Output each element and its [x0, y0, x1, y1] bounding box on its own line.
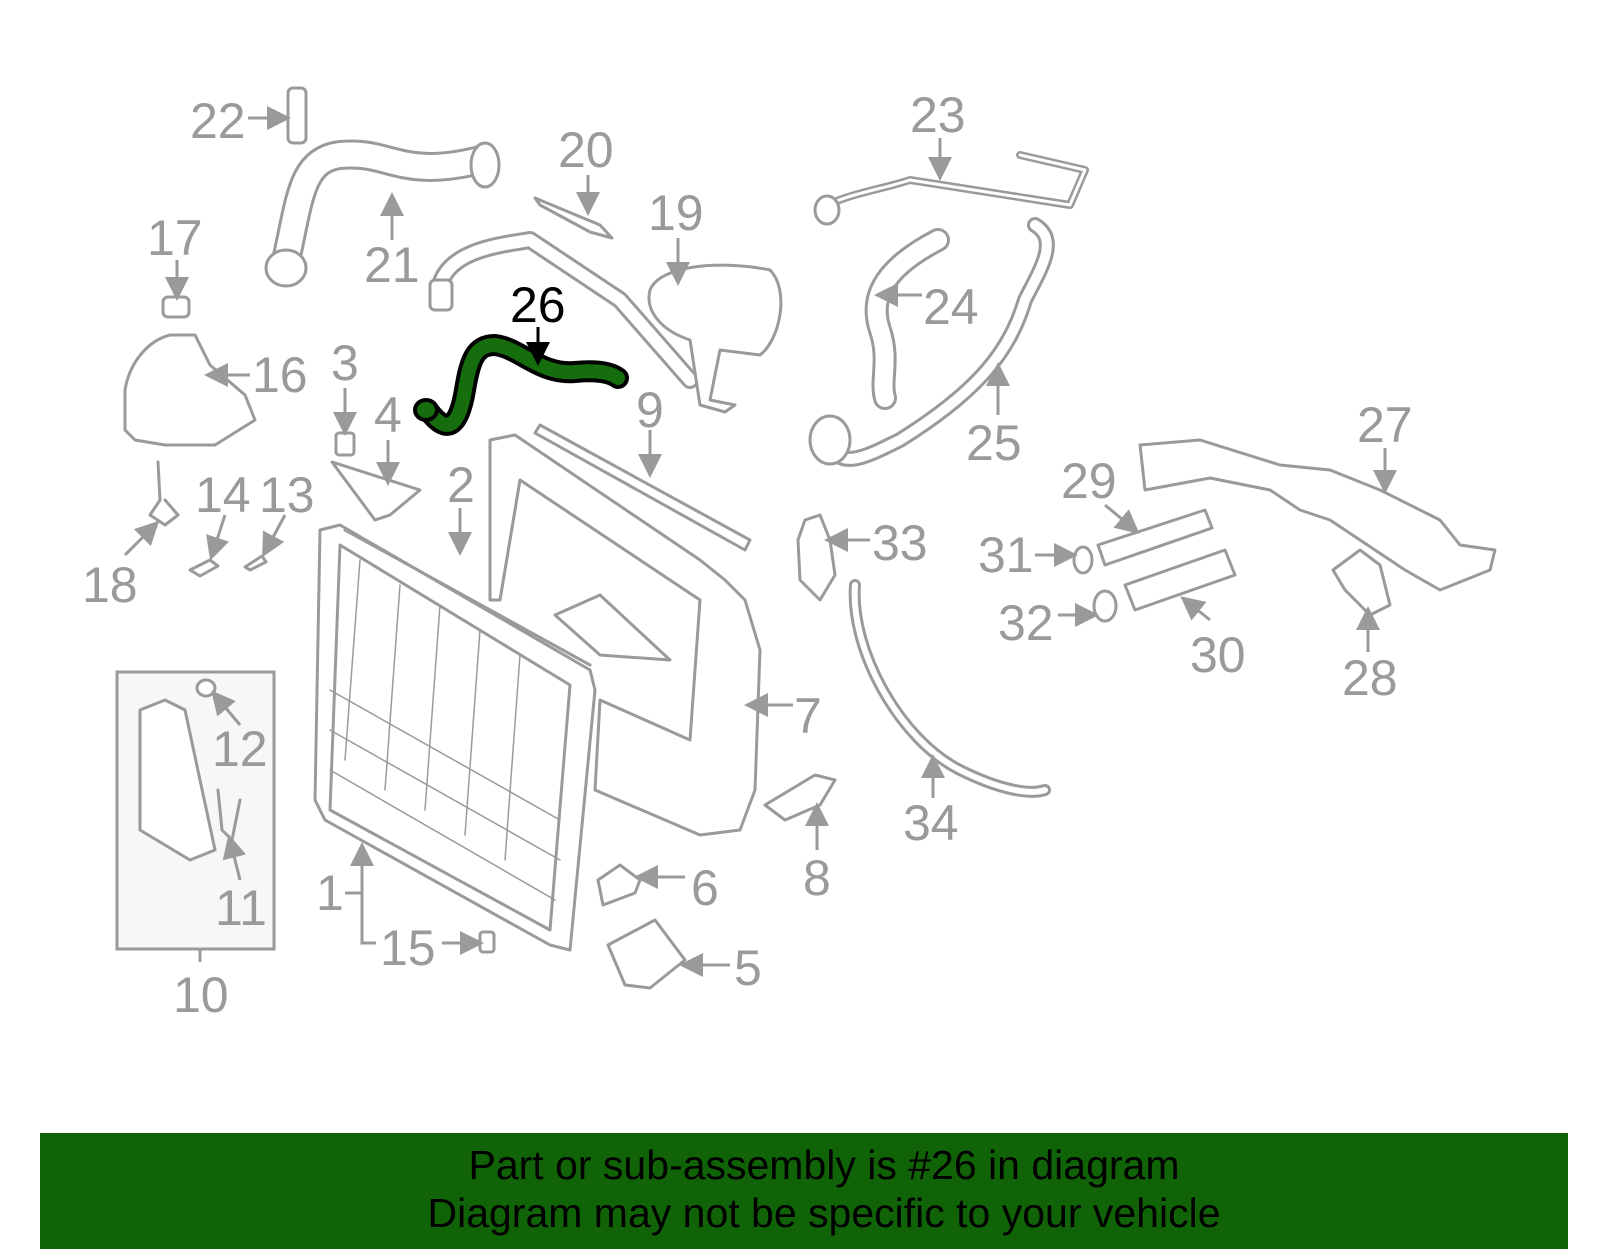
part-19-pipe[interactable]: [428, 231, 783, 414]
part-31-oring[interactable]: [1072, 545, 1094, 575]
part-7-shroud[interactable]: [488, 433, 762, 837]
callout-8[interactable]: 8: [803, 850, 831, 906]
part-2-upper-mount[interactable]: [553, 593, 672, 662]
callout-28[interactable]: 28: [1342, 650, 1398, 706]
parts-diagram: 22 21 20 19 17 16 3 4 26 9 2 14 13 18 23…: [82, 86, 1497, 1023]
callout-31[interactable]: 31: [978, 527, 1034, 583]
callout-29[interactable]: 29: [1061, 453, 1117, 509]
callout-4[interactable]: 4: [374, 387, 402, 443]
callout-22[interactable]: 22: [190, 93, 246, 149]
part-17-cap[interactable]: [161, 295, 191, 319]
callout-3[interactable]: 3: [331, 335, 359, 391]
callout-9[interactable]: 9: [636, 382, 664, 438]
part-6-bracket[interactable]: [596, 863, 642, 907]
callout-18[interactable]: 18: [82, 557, 138, 613]
banner-line-1: Part or sub-assembly is #26 in diagram: [468, 1142, 1180, 1188]
part-29-tube[interactable]: [1096, 508, 1214, 567]
callout-24[interactable]: 24: [923, 279, 979, 335]
callout-11[interactable]: 11: [215, 880, 267, 936]
callout-14[interactable]: 14: [195, 467, 251, 523]
part-10-kit-box[interactable]: [115, 670, 276, 951]
callout-33[interactable]: 33: [872, 515, 928, 571]
part-9-seal[interactable]: [533, 423, 752, 552]
callout-25[interactable]: 25: [966, 415, 1022, 471]
part-8-bracket[interactable]: [763, 773, 837, 822]
callout-23[interactable]: 23: [910, 87, 966, 143]
part-1-radiator[interactable]: [313, 523, 597, 952]
callout-6[interactable]: 6: [691, 860, 719, 916]
part-3-clip[interactable]: [334, 431, 356, 457]
callout-15[interactable]: 15: [380, 920, 436, 976]
callout-16[interactable]: 16: [252, 347, 308, 403]
part-4-bracket[interactable]: [330, 460, 422, 522]
banner-line-2: Diagram may not be specific to your vehi…: [427, 1190, 1221, 1236]
part-24-hose[interactable]: [864, 228, 950, 410]
callout-2[interactable]: 2: [447, 457, 475, 513]
part-28-gasket[interactable]: [1331, 548, 1392, 617]
part-30-tube[interactable]: [1123, 548, 1237, 612]
callout-21[interactable]: 21: [364, 237, 420, 293]
part-33-valve[interactable]: [796, 513, 837, 602]
callout-34[interactable]: 34: [903, 795, 959, 851]
callout-20[interactable]: 20: [558, 122, 614, 178]
part-14-plug[interactable]: [188, 558, 220, 578]
part-22-sensor[interactable]: [286, 86, 308, 145]
callout-arrows: [123, 106, 1397, 977]
part-27-coolant-pipe[interactable]: [1138, 438, 1497, 592]
callout-5[interactable]: 5: [734, 940, 762, 996]
part-5-bracket[interactable]: [606, 918, 687, 990]
callout-27[interactable]: 27: [1357, 397, 1413, 453]
callout-17[interactable]: 17: [147, 210, 203, 266]
callout-19[interactable]: 19: [648, 185, 704, 241]
part-12-oring[interactable]: [195, 678, 217, 698]
part-16-reservoir[interactable]: [123, 333, 257, 447]
part-15-plug[interactable]: [478, 930, 496, 954]
part-20-bracket[interactable]: [533, 196, 614, 240]
callout-10[interactable]: 10: [173, 967, 229, 1023]
callout-12[interactable]: 12: [212, 721, 268, 777]
callout-7[interactable]: 7: [794, 688, 822, 744]
callout-26[interactable]: 26: [510, 277, 566, 333]
callout-13[interactable]: 13: [259, 467, 315, 523]
part-23-line[interactable]: [813, 151, 1089, 226]
callout-30[interactable]: 30: [1190, 627, 1246, 683]
callout-32[interactable]: 32: [998, 595, 1054, 651]
callout-labels: 22 21 20 19 17 16 3 4 26 9 2 14 13 18 23…: [82, 87, 1413, 1023]
callout-1[interactable]: 1: [316, 865, 344, 921]
part-18-drain[interactable]: [148, 460, 180, 527]
part-25-hose[interactable]: [808, 217, 1055, 467]
part-13-screw[interactable]: [243, 554, 268, 572]
part-21-hose[interactable]: [264, 139, 501, 288]
info-banner: Part or sub-assembly is #26 in diagram D…: [40, 1133, 1568, 1249]
part-26-highlighted-hose[interactable]: [413, 334, 629, 436]
part-32-oring[interactable]: [1092, 589, 1118, 623]
